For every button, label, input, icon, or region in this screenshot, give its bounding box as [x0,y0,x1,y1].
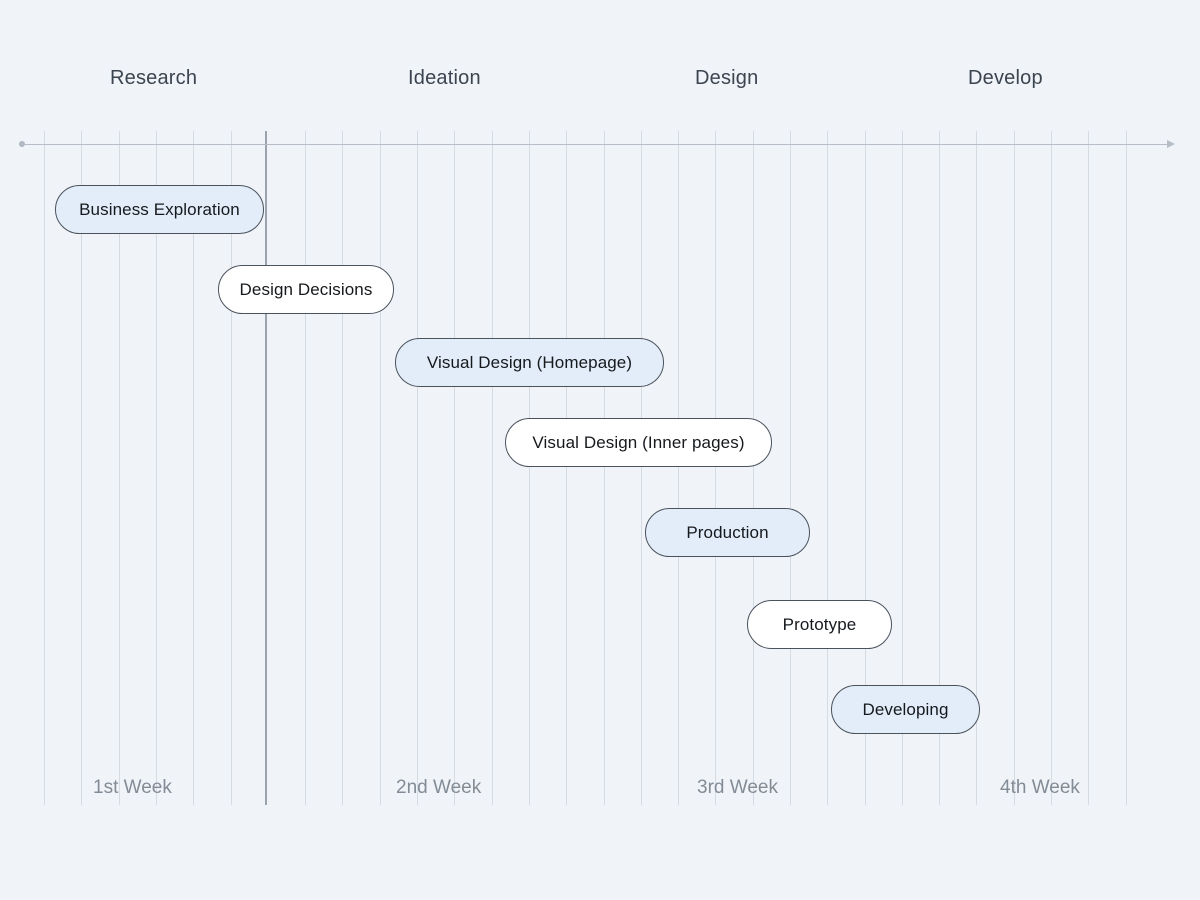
gridline [604,131,605,805]
phase-header-design: Design [695,67,759,89]
gridline [529,131,530,805]
week-label: 2nd Week [396,777,482,798]
gridline [1126,131,1127,805]
phase-header-ideation: Ideation [408,67,481,89]
task-bar[interactable]: Production [645,508,810,557]
gridline [1051,131,1052,805]
phase-header-develop: Develop [968,67,1043,89]
gridline [454,131,455,805]
task-bar[interactable]: Design Decisions [218,265,394,314]
week-label: 1st Week [93,777,172,798]
gridline [1014,131,1015,805]
task-bar[interactable]: Visual Design (Homepage) [395,338,664,387]
gridline [417,131,418,805]
task-bar-label: Prototype [782,615,857,634]
gridline [342,131,343,805]
task-bar-label: Design Decisions [239,280,373,299]
phase-header-research: Research [110,67,198,89]
gridline [1088,131,1089,805]
task-bar[interactable]: Developing [831,685,980,734]
gridline [827,131,828,805]
gridline [566,131,567,805]
gridline [380,131,381,805]
axis-line [22,144,1167,145]
gridline [492,131,493,805]
task-bar-label: Visual Design (Homepage) [426,353,633,372]
gridline [790,131,791,805]
task-bar[interactable]: Visual Design (Inner pages) [505,418,772,467]
gridline [715,131,716,805]
gridline [305,131,306,805]
gridline [44,131,45,805]
task-bar-label: Visual Design (Inner pages) [532,433,745,452]
week-boundary-line [265,131,267,805]
task-bar-label: Developing [862,700,949,719]
gridline [641,131,642,805]
task-bar-label: Production [686,523,769,542]
task-bar[interactable]: Business Exploration [55,185,264,234]
week-label: 4th Week [1000,777,1080,798]
gridline [678,131,679,805]
week-label: 3rd Week [697,777,778,798]
task-bar[interactable]: Prototype [747,600,892,649]
task-bar-label: Business Exploration [79,200,240,219]
axis-arrow-icon [1167,140,1175,148]
gridline [753,131,754,805]
